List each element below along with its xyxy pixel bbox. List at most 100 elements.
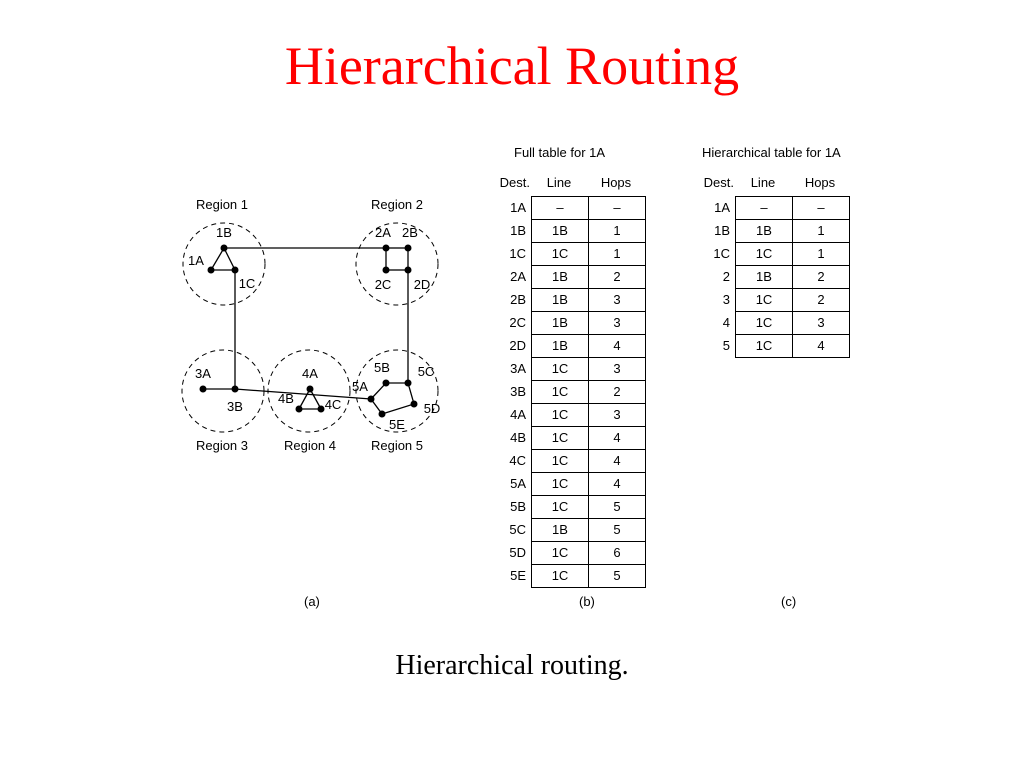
router-4c (317, 405, 325, 413)
full-table-dest-header: Dest. (499, 175, 530, 190)
dest-cell: 1C (713, 246, 730, 261)
hier-table-dest-header: Dest. (703, 175, 734, 190)
router-1b (220, 244, 228, 252)
dest-cell: 2D (509, 338, 526, 353)
hops-cell: 1 (792, 219, 850, 243)
hops-cell: 4 (588, 449, 646, 473)
router-2d (404, 266, 412, 274)
line-cell: – (531, 196, 589, 220)
dest-cell: 2 (722, 269, 730, 284)
link-1a-1b (210, 247, 225, 271)
hops-cell: 2 (588, 380, 646, 404)
dest-cell: 1A (510, 200, 526, 215)
router-label: 5A (352, 379, 368, 394)
router-3a (199, 385, 207, 393)
router-label: 1C (239, 276, 256, 291)
router-label: 5D (424, 401, 441, 416)
hops-cell: 2 (588, 265, 646, 289)
dest-cell: 1B (714, 223, 730, 238)
router-2c (382, 266, 390, 274)
router-5e (378, 410, 386, 418)
router-label: 2C (375, 277, 392, 292)
line-cell: 1C (531, 357, 589, 381)
hops-cell: 3 (588, 288, 646, 312)
hops-cell: – (792, 196, 850, 220)
link-1b-1c (223, 247, 236, 271)
diagram-label-a: (a) (304, 594, 320, 609)
line-cell: 1B (531, 288, 589, 312)
line-cell: 1C (531, 541, 589, 565)
router-label: 2A (375, 225, 391, 240)
router-3b (231, 385, 239, 393)
router-2a (382, 244, 390, 252)
router-label: 1A (188, 253, 204, 268)
region-1-circle (182, 222, 266, 306)
hops-cell: 2 (792, 288, 850, 312)
line-cell: 1B (531, 219, 589, 243)
full-table-line-header: Line (546, 175, 572, 190)
table-row: –– (735, 196, 850, 220)
router-label: 4B (278, 391, 294, 406)
region-label: Region 2 (371, 197, 423, 212)
line-cell: 1B (531, 518, 589, 542)
region-label: Region 3 (196, 438, 248, 453)
dest-cell: 4C (509, 453, 526, 468)
hops-cell: 4 (588, 334, 646, 358)
line-cell: 1C (531, 380, 589, 404)
hier-table-title: Hierarchical table for 1A (702, 145, 841, 160)
hops-cell: 1 (792, 242, 850, 266)
table-label-b: (b) (579, 594, 595, 609)
slide-caption: Hierarchical routing. (395, 650, 629, 681)
router-5d (410, 400, 418, 408)
router-label: 5E (389, 417, 405, 432)
router-1a (207, 266, 215, 274)
dest-cell: 2A (510, 269, 526, 284)
hops-cell: 1 (588, 219, 646, 243)
hops-cell: 3 (588, 357, 646, 381)
dest-cell: 5A (510, 476, 526, 491)
table-row: –– (531, 196, 646, 220)
region-2-circle (355, 222, 439, 306)
hops-cell: 3 (792, 311, 850, 335)
hops-cell: 5 (588, 564, 646, 588)
dest-cell: 1A (714, 200, 730, 215)
dest-cell: 5 (722, 338, 730, 353)
router-label: 4A (302, 366, 318, 381)
router-label: 1B (216, 225, 232, 240)
line-cell: 1C (531, 564, 589, 588)
line-cell: 1C (531, 242, 589, 266)
router-label: 5C (418, 364, 435, 379)
line-cell: 1C (531, 426, 589, 450)
router-label: 5B (374, 360, 390, 375)
hops-cell: 4 (588, 426, 646, 450)
region-5-circle (355, 349, 439, 433)
hops-cell: 3 (588, 403, 646, 427)
link-4a-4c (309, 388, 322, 410)
line-cell: 1C (735, 311, 793, 335)
router-4b (295, 405, 303, 413)
dest-cell: 1B (510, 223, 526, 238)
router-4a (306, 385, 314, 393)
line-cell: 1C (531, 472, 589, 496)
